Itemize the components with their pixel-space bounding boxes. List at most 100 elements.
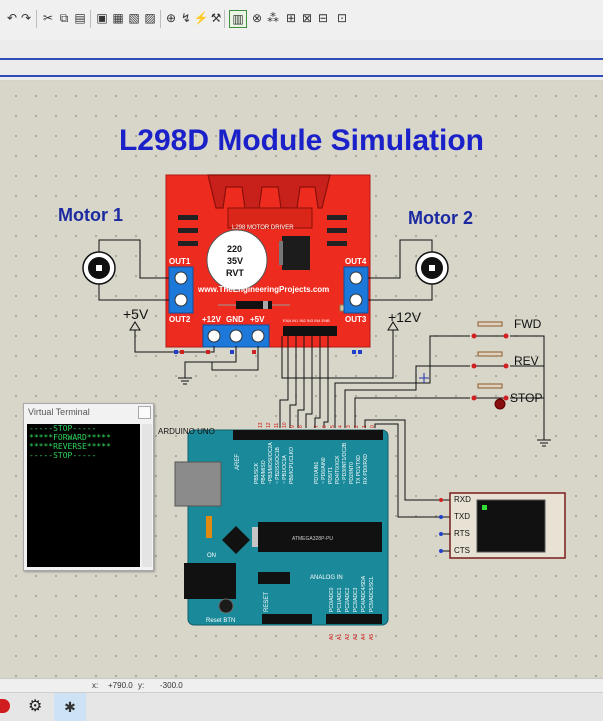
terminal-output[interactable]: -----STOP----- *****FORWARD***** *****RE…	[27, 424, 140, 567]
plus5v-label: +5V	[123, 306, 149, 322]
zoom-icon[interactable]: ⊕	[165, 11, 177, 25]
cut-icon[interactable]: ✂	[42, 11, 54, 25]
terminal-scrollbar[interactable]	[142, 424, 152, 567]
signal-wires	[279, 336, 329, 428]
pin-label: PD4/T0/XCK	[335, 455, 341, 484]
ruler-line	[0, 75, 603, 77]
analog-number: A0	[329, 634, 335, 640]
toolbar-separator	[36, 10, 37, 28]
close-button[interactable]	[138, 406, 151, 419]
block-move-icon[interactable]: ▦	[112, 11, 124, 25]
block-copy-icon[interactable]: ▣	[96, 11, 108, 25]
pin-label: PC5/ADC5/SCL	[369, 576, 375, 612]
rev-button[interactable]	[471, 351, 509, 369]
arduino-top-pins: PB5/SCK PB4/MISO ~PB3/MOSI/OC2A ~ PB2/SS…	[254, 442, 369, 484]
new-sheet-icon[interactable]: ⊞	[285, 11, 297, 25]
property-icon[interactable]: ⁂	[267, 11, 279, 25]
block-delete-icon[interactable]: ▨	[144, 11, 156, 25]
pin-number: 7	[314, 425, 320, 428]
reset-btn-label: Reset BTN	[206, 618, 235, 624]
remove-sheet-icon[interactable]: ⊠	[301, 11, 313, 25]
block-rotate-icon[interactable]: ▧	[128, 11, 140, 25]
input-header	[283, 326, 337, 336]
fwd-button[interactable]	[470, 321, 510, 340]
tools-icon[interactable]: ⚒	[210, 11, 222, 25]
motor-2-label: Motor 2	[408, 208, 473, 228]
website-label: www.TheEngineeringProjects.com	[197, 285, 329, 294]
gear-icon[interactable]: ⚙	[28, 698, 43, 715]
usb-port	[174, 461, 222, 507]
pin-number: 5	[330, 425, 336, 428]
board-title: L298 MOTOR DRIVER	[232, 225, 294, 231]
l298-module[interactable]: L298 MOTOR DRIVER 220 35V RVT www.TheEng…	[165, 174, 371, 348]
pin-label: PB4/MISO	[261, 460, 267, 484]
v5-label: +5V	[250, 315, 265, 324]
ruler-line	[0, 58, 603, 60]
x-coord-value: +790.0	[108, 681, 133, 690]
l298-board	[165, 174, 371, 348]
analog-number: A3	[353, 634, 359, 640]
pin-number: 4	[338, 425, 344, 428]
page-title: L298D Module Simulation	[118, 124, 485, 157]
binoculars-icon[interactable]: ⊗	[251, 11, 263, 25]
terminal-line: *****FORWARD*****	[29, 433, 111, 442]
pin-number: 11	[274, 423, 280, 428]
wire-autorouter-icon[interactable]: ⚡	[193, 11, 209, 25]
smd-component	[178, 228, 198, 233]
out4-label: OUT4	[345, 257, 367, 266]
vt-pin-rts: RTS	[454, 529, 470, 538]
undo-icon[interactable]: ↶	[6, 11, 18, 25]
analog-number: A2	[345, 634, 351, 640]
rev-label: REV	[514, 354, 539, 368]
capacitor-yellow	[206, 516, 212, 538]
cap-line-2: 35V	[227, 256, 243, 266]
stop-button[interactable]	[471, 383, 509, 410]
pin-label: PB0/ICP1/CLKO	[289, 447, 295, 484]
crosshair-cursor	[419, 373, 429, 383]
paste-icon[interactable]: ▤	[74, 11, 86, 25]
motor-1[interactable]	[82, 251, 116, 285]
regulator-tab	[279, 241, 283, 265]
x-coord-label: x:	[92, 681, 99, 690]
redo-icon[interactable]: ↷	[20, 11, 32, 25]
copy-icon[interactable]: ⧉	[59, 10, 69, 25]
pick-device-icon[interactable]: ▥	[229, 10, 247, 28]
button-wires	[334, 335, 551, 518]
export-icon[interactable]: ⊟	[317, 11, 329, 25]
pin-label: ~ PD3/INT1/OC2B	[342, 442, 348, 484]
fwd-label: FWD	[514, 317, 542, 331]
status-bar: x: +790.0 y: -300.0	[0, 678, 603, 693]
power-jack	[184, 563, 236, 599]
motor-2[interactable]	[415, 251, 449, 285]
analog-in-label: ANALOG IN	[310, 575, 343, 581]
out2-label: OUT2	[169, 315, 191, 324]
aref-label: AREF	[235, 454, 241, 470]
pin-number: 3	[346, 425, 352, 428]
toolbar-separator	[90, 10, 91, 28]
analog-header	[326, 614, 382, 624]
pin-number: 1	[362, 425, 368, 428]
pin-label: PC4/ADC4/SDA	[361, 575, 367, 612]
y-coord-value: -300.0	[160, 681, 183, 690]
toolbar-separator	[224, 10, 225, 28]
pin-label: PC2/ADC2	[345, 587, 351, 612]
vt-pin-txd: TXD	[454, 512, 470, 521]
pin-number: 13	[258, 422, 264, 428]
virtual-terminal-window[interactable]: Virtual Terminal -----STOP----- *****FOR…	[23, 403, 154, 571]
gnd-label: GND	[226, 315, 244, 324]
design-explorer-icon[interactable]: ⊡	[336, 11, 348, 25]
arduino-bottom-pins: PC0/ADC0 PC1/ADC1 PC2/ADC2 PC3/ADC3 PC4/…	[329, 575, 375, 640]
virtual-terminal-device[interactable]	[439, 492, 566, 559]
search-replace-icon[interactable]: ↯	[180, 11, 192, 25]
arduino-uno[interactable]: ATMEGA328P-PU ON Reset BTN ANALOG IN ARE…	[174, 429, 389, 626]
pin-label: PB5/SCK	[254, 462, 260, 484]
toolbar-separator	[160, 10, 161, 28]
bug-icon[interactable]: ✱	[54, 693, 86, 721]
arduino-label: ARDUINO UNO	[158, 427, 215, 436]
pin-number: 0	[370, 425, 376, 428]
ic-small	[222, 526, 250, 554]
record-icon[interactable]	[0, 699, 10, 713]
taskbar: ⚙ ✱	[0, 692, 603, 721]
smd-component	[327, 215, 347, 220]
